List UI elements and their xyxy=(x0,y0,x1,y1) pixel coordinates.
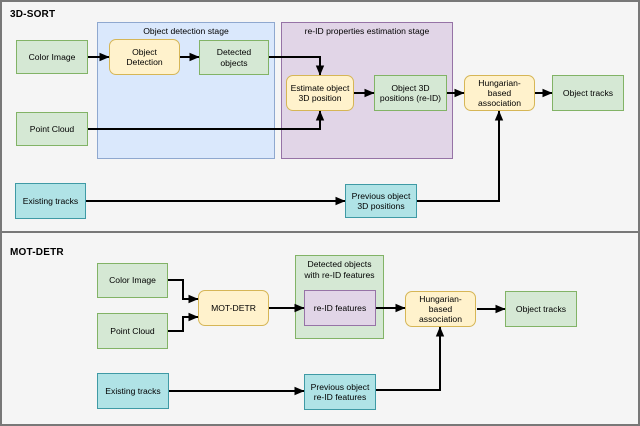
node-point-cloud-bottom: Point Cloud xyxy=(97,313,168,349)
arrow-previous-to-hungarian-bottom xyxy=(376,326,445,391)
node-hungarian-association-bottom: Hungarian- based association xyxy=(405,291,476,327)
node-object-3d-positions: Object 3D positions (re-ID) xyxy=(374,75,447,111)
node-detected-objects: Detected objects xyxy=(199,40,269,75)
node-previous-reid-features: Previous object re-ID features xyxy=(304,374,376,410)
node-color-image: Color Image xyxy=(16,40,88,74)
node-point-cloud: Point Cloud xyxy=(16,112,88,146)
node-object-detection: Object Detection xyxy=(109,39,180,75)
arrow-pointcloud-to-motdetr xyxy=(168,312,199,332)
node-mot-detr: MOT-DETR xyxy=(198,290,269,326)
arrow-colorimage-to-motdetr xyxy=(168,279,199,304)
node-object-tracks-top: Object tracks xyxy=(552,75,624,111)
section-divider xyxy=(2,231,638,233)
detected-objects-reid-title: Detected objects with re-ID features xyxy=(304,259,375,280)
node-existing-tracks-top: Existing tracks xyxy=(15,183,86,219)
node-estimate-3d-position: Estimate object 3D position xyxy=(286,75,354,111)
node-object-tracks-bottom: Object tracks xyxy=(505,291,577,327)
node-color-image-bottom: Color Image xyxy=(97,263,168,298)
node-previous-3d-positions: Previous object 3D positions xyxy=(345,184,417,218)
section-title-mot-detr: MOT-DETR xyxy=(10,247,64,258)
node-hungarian-association-top: Hungarian- based association xyxy=(464,75,535,111)
section-title-3d-sort: 3D-SORT xyxy=(10,9,56,20)
node-reid-features: re-ID features xyxy=(304,290,376,326)
node-existing-tracks-bottom: Existing tracks xyxy=(97,373,169,409)
reid-estimation-stage-title: re-ID properties estimation stage xyxy=(304,26,430,36)
object-detection-stage-title: Object detection stage xyxy=(143,26,229,36)
